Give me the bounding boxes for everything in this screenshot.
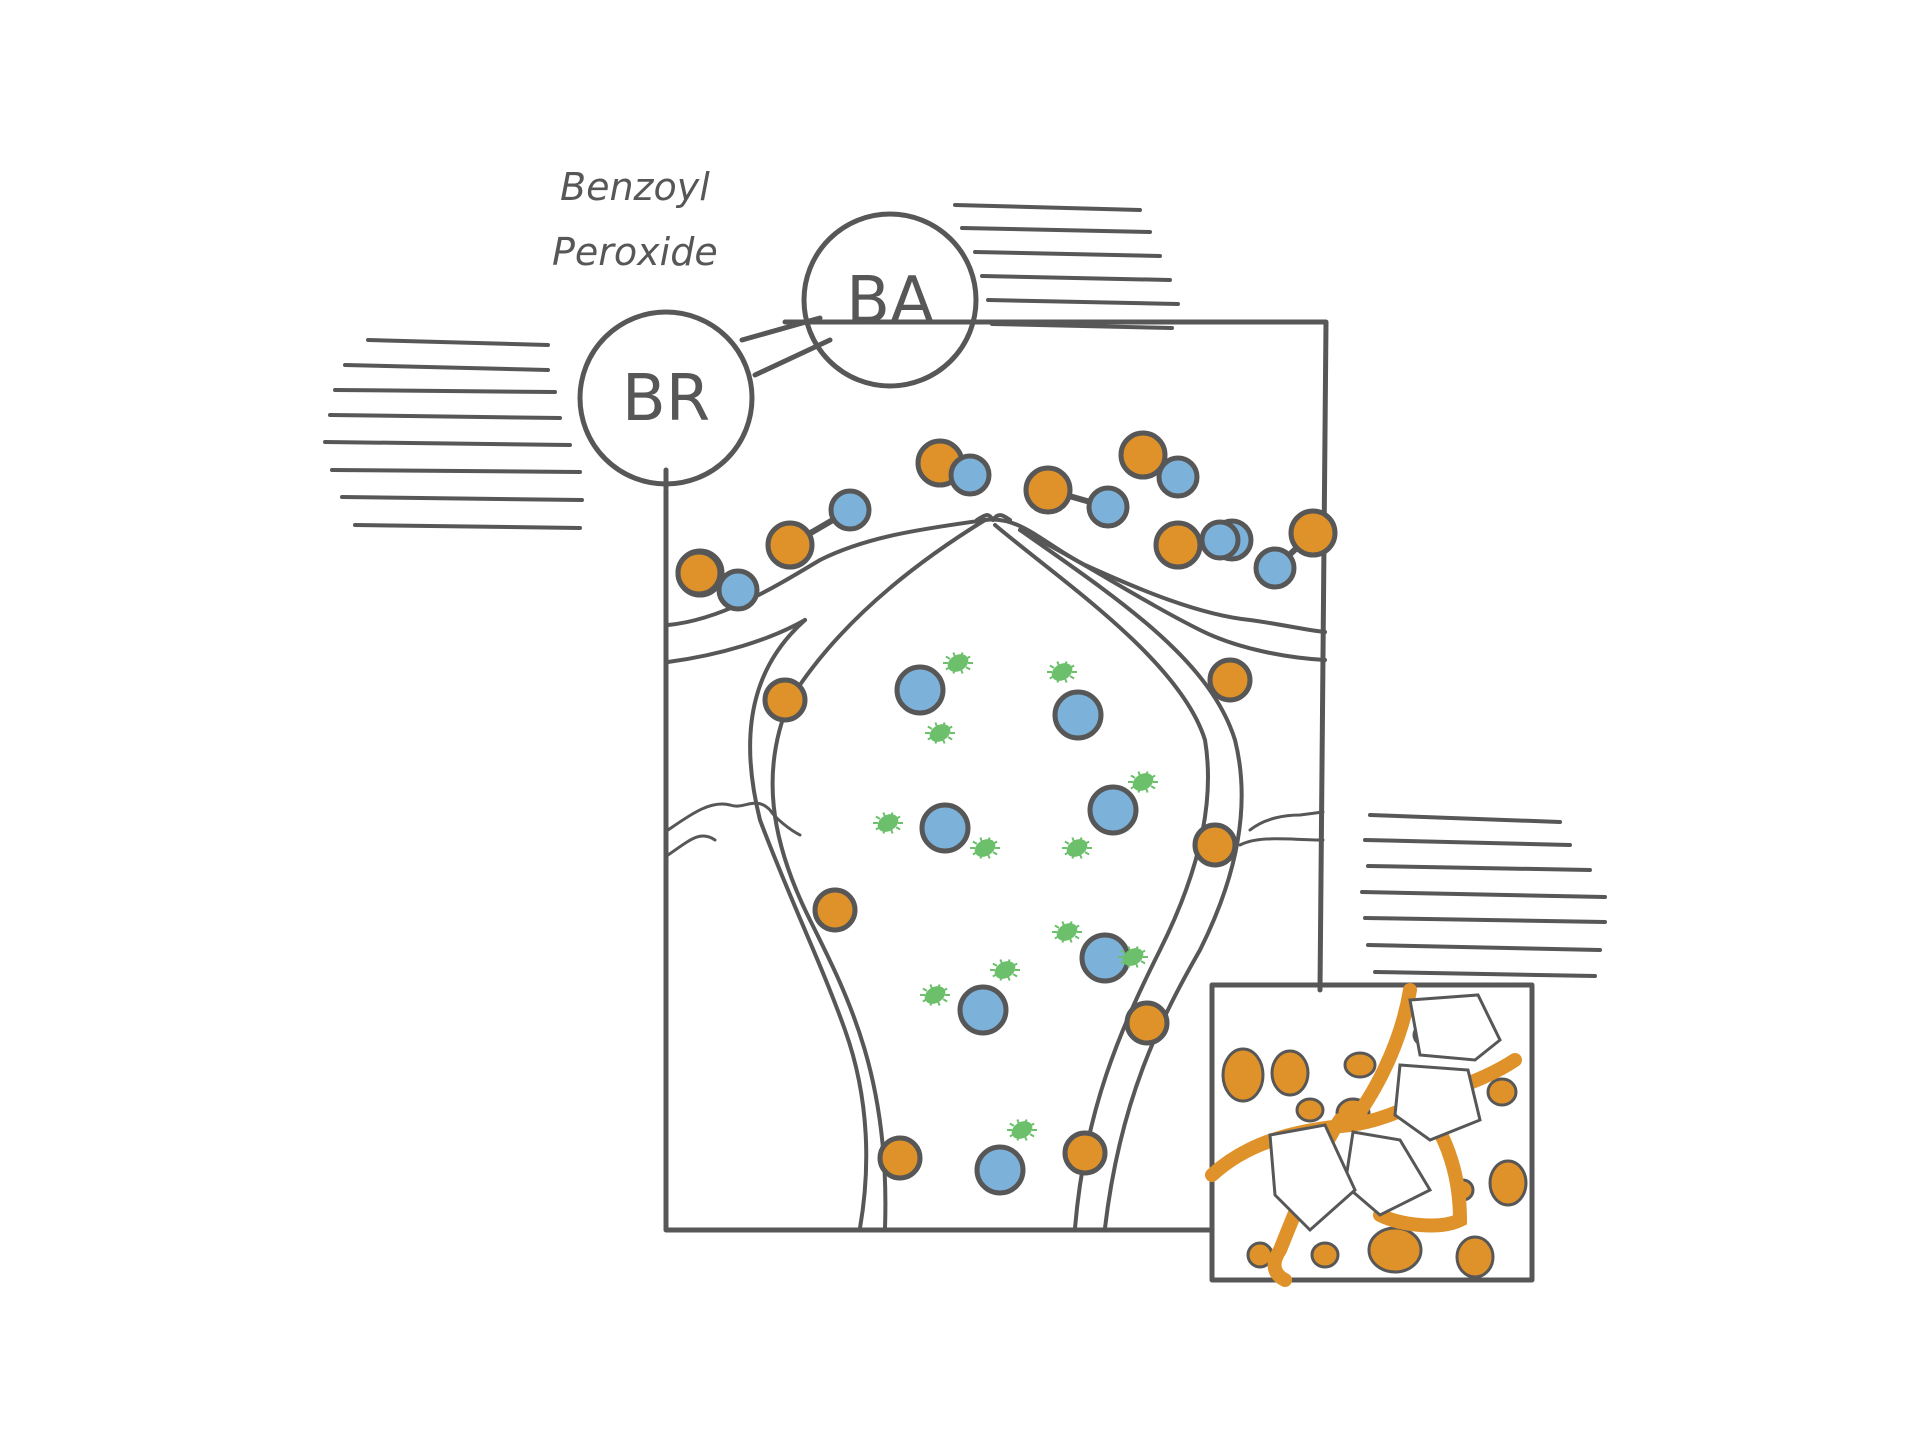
orange-particle bbox=[765, 520, 815, 570]
orange-particle bbox=[1221, 1047, 1265, 1103]
orange-particle bbox=[675, 549, 723, 597]
title-line-2: Peroxide bbox=[552, 230, 718, 274]
molecule-node-ba: BA bbox=[801, 211, 979, 389]
orange-particle bbox=[1023, 465, 1073, 515]
orange-particle bbox=[1062, 1130, 1108, 1176]
orange-particle bbox=[1124, 1000, 1170, 1046]
blue-particle bbox=[828, 488, 872, 532]
zoom-inset-frame bbox=[1209, 982, 1535, 1283]
keratin-plug bbox=[1268, 1123, 1357, 1233]
green-bacterium bbox=[1052, 921, 1082, 943]
green-bacterium bbox=[1062, 837, 1092, 859]
skin-frame bbox=[663, 319, 1329, 1233]
dermis-lines bbox=[666, 801, 1325, 857]
blue-particle bbox=[1199, 519, 1241, 561]
orange-particle bbox=[1367, 1226, 1423, 1274]
blue-particle bbox=[1156, 455, 1200, 499]
diagram-title: Benzoyl Peroxide bbox=[552, 165, 718, 274]
orange-particle bbox=[1270, 1049, 1310, 1097]
orange-particle bbox=[877, 1135, 923, 1181]
svg-text:BR: BR bbox=[622, 362, 710, 436]
green-bacterium bbox=[1118, 946, 1148, 968]
blue-particle bbox=[716, 568, 760, 612]
green-bacterium bbox=[990, 959, 1020, 981]
keratin-plug bbox=[1408, 993, 1502, 1062]
title-line-1: Benzoyl bbox=[560, 165, 710, 209]
blue-particle bbox=[894, 664, 946, 716]
blue-particle bbox=[919, 802, 971, 854]
green-bacterium bbox=[970, 837, 1000, 859]
motion-lines-right bbox=[1360, 813, 1607, 978]
green-bacterium bbox=[925, 722, 955, 744]
sebum-network bbox=[1205, 983, 1522, 1287]
orange-particle bbox=[1118, 430, 1168, 480]
orange-particle bbox=[1295, 1097, 1325, 1123]
orange-particle bbox=[1207, 657, 1253, 703]
motion-lines-top-right bbox=[953, 203, 1180, 330]
orange-particle bbox=[1455, 1235, 1495, 1279]
molecule-node-br: BR bbox=[577, 309, 755, 487]
orange-particle bbox=[1153, 520, 1203, 570]
blue-particle bbox=[1086, 485, 1130, 529]
green-bacterium bbox=[873, 812, 903, 834]
orange-particle bbox=[1486, 1077, 1518, 1107]
follicle-wall bbox=[748, 513, 1244, 1230]
blue-particle bbox=[1052, 689, 1104, 741]
bacteria bbox=[873, 652, 1158, 1141]
green-bacterium bbox=[1007, 1119, 1037, 1141]
orange-particle bbox=[1192, 822, 1238, 868]
skin-surface bbox=[666, 517, 1327, 664]
blue-particle bbox=[974, 1144, 1026, 1196]
orange-particle bbox=[1488, 1159, 1528, 1207]
green-bacterium bbox=[1047, 661, 1077, 683]
green-bacterium bbox=[943, 652, 973, 674]
keratin-plug bbox=[1393, 1063, 1482, 1142]
orange-particle bbox=[1310, 1241, 1340, 1269]
orange-particle bbox=[1288, 508, 1338, 558]
green-bacterium bbox=[920, 984, 950, 1006]
blue-particle bbox=[957, 984, 1009, 1036]
blue-particle bbox=[948, 453, 992, 497]
orange-particle bbox=[1343, 1051, 1377, 1079]
zoom-inset bbox=[1205, 982, 1535, 1287]
svg-text:BA: BA bbox=[846, 264, 934, 338]
orange-particle bbox=[812, 887, 858, 933]
zoom-inset-content bbox=[1205, 983, 1528, 1287]
benzoyl-peroxide-molecule: BR BA bbox=[577, 211, 979, 491]
green-bacterium bbox=[1128, 771, 1158, 793]
keratin-plug bbox=[1343, 1130, 1433, 1217]
blue-particle bbox=[1087, 784, 1139, 836]
motion-lines-left bbox=[323, 338, 584, 530]
orange-particle bbox=[762, 677, 808, 723]
blue-particle bbox=[1253, 546, 1297, 590]
particles bbox=[675, 430, 1338, 1196]
